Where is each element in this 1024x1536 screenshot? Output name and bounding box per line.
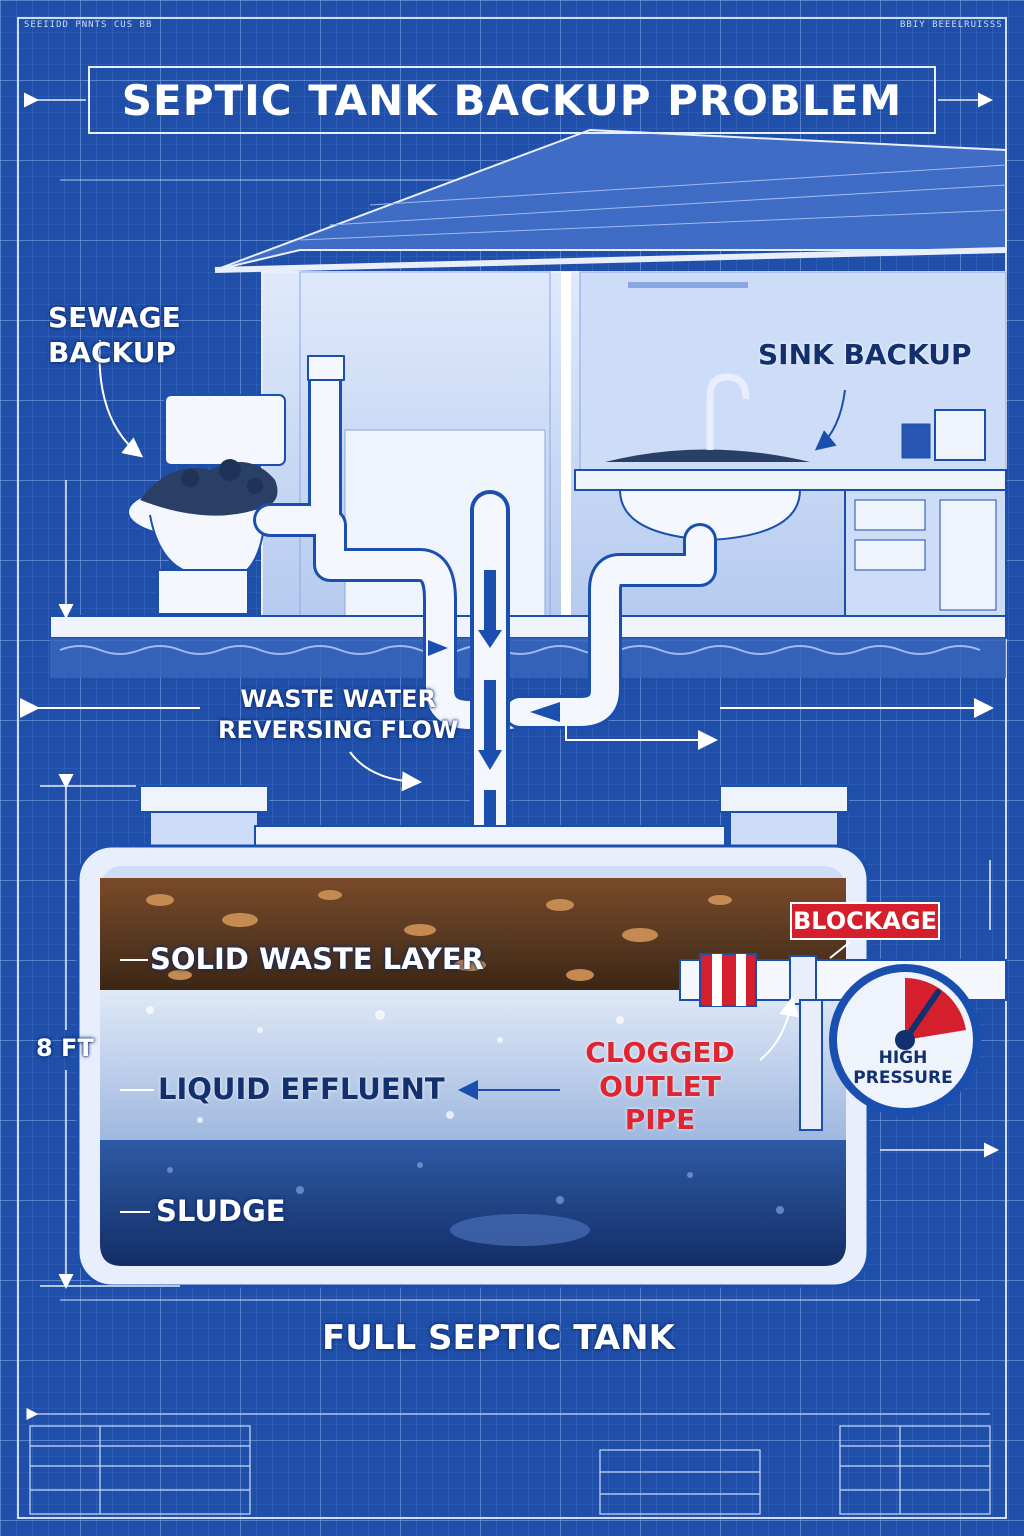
sludge-label: SLUDGE bbox=[156, 1194, 286, 1228]
sludge-texture bbox=[167, 1162, 784, 1246]
waste-water-line-1: WASTE WATER bbox=[240, 685, 437, 713]
toilet-icon bbox=[127, 394, 286, 615]
solid-waste-label: SOLID WASTE LAYER bbox=[150, 942, 484, 976]
sink-backup-label: SINK BACKUP bbox=[758, 338, 972, 371]
sewage-backup-line-2: BACKUP bbox=[48, 336, 177, 369]
corner-note-left: SEEIIDD PNNTS CUS BB bbox=[24, 20, 153, 30]
waste-water-label: WASTE WATER REVERSING FLOW bbox=[218, 684, 458, 746]
floor-slab bbox=[49, 615, 1007, 678]
pressure-gauge-icon bbox=[829, 964, 981, 1116]
sewage-backup-label: SEWAGE BACKUP bbox=[48, 300, 181, 370]
liquid-texture bbox=[146, 1006, 723, 1128]
clogged-outlet-pipe bbox=[679, 941, 1007, 1131]
corner-note-right: BBIY BEEELRUISSS bbox=[900, 20, 1003, 30]
solid-waste-texture bbox=[146, 890, 732, 981]
house-roof bbox=[214, 128, 1007, 273]
sewage-backup-line-1: SEWAGE bbox=[48, 301, 181, 334]
gauge-label: HIGH PRESSURE bbox=[848, 1048, 958, 1089]
diagram-title: SEPTIC TANK BACKUP PROBLEM bbox=[121, 75, 903, 125]
title-block bbox=[26, 1408, 991, 1515]
waste-water-line-2: REVERSING FLOW bbox=[218, 716, 459, 745]
gauge-line-1: HIGH bbox=[878, 1048, 928, 1068]
annotation-arrows bbox=[98, 339, 846, 1100]
waste-water-arrows bbox=[20, 698, 994, 792]
height-dimension bbox=[40, 480, 999, 1301]
liquid-effluent-label: LIQUID EFFLUENT bbox=[158, 1072, 445, 1106]
tank-height-label: 8 FT bbox=[36, 1034, 94, 1062]
sink-icon bbox=[574, 373, 1007, 617]
title-frame: SEPTIC TANK BACKUP PROBLEM bbox=[88, 66, 936, 134]
clogged-pipe-label: CLOGGED OUTLET PIPE bbox=[570, 1036, 750, 1137]
tank-lids bbox=[139, 785, 849, 847]
sheet-border bbox=[17, 17, 1007, 1519]
layer-ticks bbox=[120, 959, 154, 1213]
full-septic-tank-label: FULL SEPTIC TANK bbox=[322, 1318, 675, 1358]
clogged-line-2: OUTLET PIPE bbox=[599, 1069, 721, 1137]
gauge-line-2: PRESSURE bbox=[853, 1068, 953, 1089]
septic-tank bbox=[76, 844, 870, 1288]
clogged-line-1: CLOGGED bbox=[585, 1036, 735, 1069]
blockage-badge: BLOCKAGE bbox=[790, 902, 940, 940]
